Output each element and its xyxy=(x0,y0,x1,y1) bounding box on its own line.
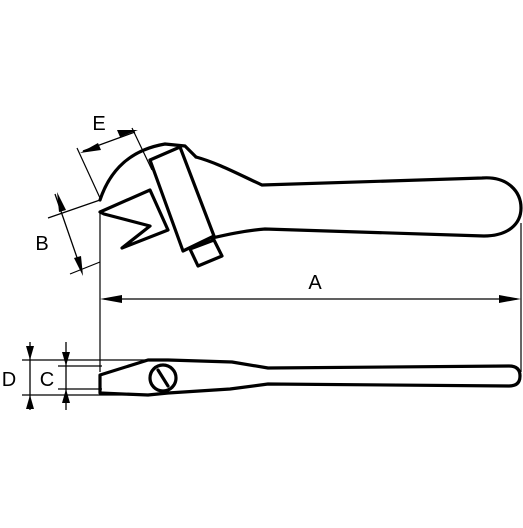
label-d: D xyxy=(2,369,16,391)
label-e: E xyxy=(92,113,105,135)
label-a: A xyxy=(308,272,322,294)
extension-line-e-2 xyxy=(131,127,153,171)
dimension-e: E xyxy=(76,113,153,199)
dimension-c: C xyxy=(40,342,102,410)
arrowhead-b-1 xyxy=(57,192,66,212)
wrench-lower-jaw xyxy=(98,188,170,250)
wrench-movable-jaw xyxy=(148,145,216,253)
arrowhead-a-right xyxy=(499,295,521,303)
arrowhead-c-bottom xyxy=(62,389,70,403)
label-c: C xyxy=(40,369,54,391)
wrench-worm-nut xyxy=(188,238,224,268)
wrench-side-pivot xyxy=(148,363,178,393)
label-b: B xyxy=(35,233,48,255)
extension-line-b-1 xyxy=(47,199,101,219)
arrowhead-a-left xyxy=(100,295,122,303)
wrench-top-view xyxy=(98,142,523,268)
extension-line-e-1 xyxy=(76,147,101,199)
wrench-side-pivot-slot xyxy=(156,368,170,388)
wrench-side-outline xyxy=(98,358,522,397)
dimension-b: B xyxy=(35,192,101,276)
arrowhead-d-bottom xyxy=(26,395,34,409)
arrowhead-e-2 xyxy=(117,130,138,137)
arrowhead-c-top xyxy=(62,352,70,366)
wrench-fixed-jaw xyxy=(98,142,198,202)
arrowhead-d-top xyxy=(26,346,34,360)
wrench-side-view xyxy=(98,358,522,397)
arrowhead-e-1 xyxy=(80,143,101,153)
dimension-a: A xyxy=(99,212,522,372)
dimension-d: D xyxy=(2,342,150,410)
extension-line-b-2 xyxy=(69,261,101,275)
wrench-handle-top xyxy=(194,155,523,240)
arrowhead-b-2 xyxy=(74,256,83,276)
